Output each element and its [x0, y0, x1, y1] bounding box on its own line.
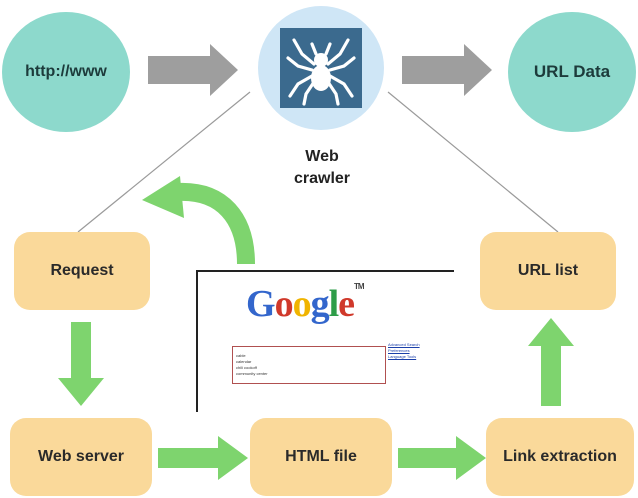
- spider-icon: [280, 28, 362, 108]
- green-arrow-web-server-to-html: [158, 436, 248, 480]
- gray-arrow-crawler-to-url-data: [402, 44, 492, 96]
- google-logo: GoogleTM: [246, 282, 365, 326]
- url-data-label: URL Data: [533, 62, 611, 81]
- web-crawler-caption-line2: crawler: [293, 170, 351, 187]
- green-arrow-request-to-web-server: [58, 322, 104, 406]
- http-label: http://www: [25, 63, 107, 80]
- web-crawler-caption: Web crawler: [272, 146, 372, 190]
- google-side-link: Preferences: [388, 348, 410, 353]
- google-logo-letter: G: [246, 283, 276, 325]
- web-server-label: Web server: [38, 448, 124, 465]
- curved-green-arrow-head: [142, 176, 184, 218]
- curved-green-arrow: [177, 182, 255, 265]
- google-logo-letters: Google: [246, 283, 355, 325]
- google-logo-letter: g: [310, 283, 330, 325]
- url-list-label: URL list: [517, 262, 579, 279]
- link-extraction-label: Link extraction: [503, 448, 617, 465]
- request-label: Request: [50, 262, 114, 279]
- url-data-node: URL Data: [508, 12, 636, 132]
- gray-arrow-http-to-crawler: [148, 44, 238, 96]
- suggestion-item: community center: [236, 371, 268, 376]
- crawler-to-url-list-line: [387, 91, 559, 233]
- web-crawler-node: [258, 6, 384, 130]
- http-node: http://www: [2, 12, 130, 132]
- google-logo-letter: e: [338, 283, 355, 325]
- green-arrow-html-to-link-extraction: [398, 436, 486, 480]
- html-file-box: HTML file: [250, 418, 392, 496]
- google-logo-letter: o: [274, 283, 294, 325]
- web-crawler-caption-line1: Web: [305, 148, 339, 165]
- url-list-box: URL list: [480, 232, 616, 310]
- google-trademark: TM: [354, 282, 365, 291]
- suggestion-item: chili cookoff: [236, 365, 257, 370]
- crawler-to-request-line: [77, 91, 251, 233]
- link-extraction-box: Link extraction: [486, 418, 634, 496]
- google-side-link: Advanced Search: [388, 342, 420, 347]
- suggestion-item: cable: [236, 353, 246, 358]
- html-file-label: HTML file: [285, 448, 357, 465]
- suggestion-item: calendar: [236, 359, 252, 364]
- request-box: Request: [14, 232, 150, 310]
- web-server-box: Web server: [10, 418, 152, 496]
- green-arrow-link-extraction-to-url-list: [528, 318, 574, 406]
- google-side-link: Language Tools: [388, 354, 417, 359]
- google-logo-letter: o: [292, 283, 312, 325]
- google-logo-letter: l: [328, 283, 340, 325]
